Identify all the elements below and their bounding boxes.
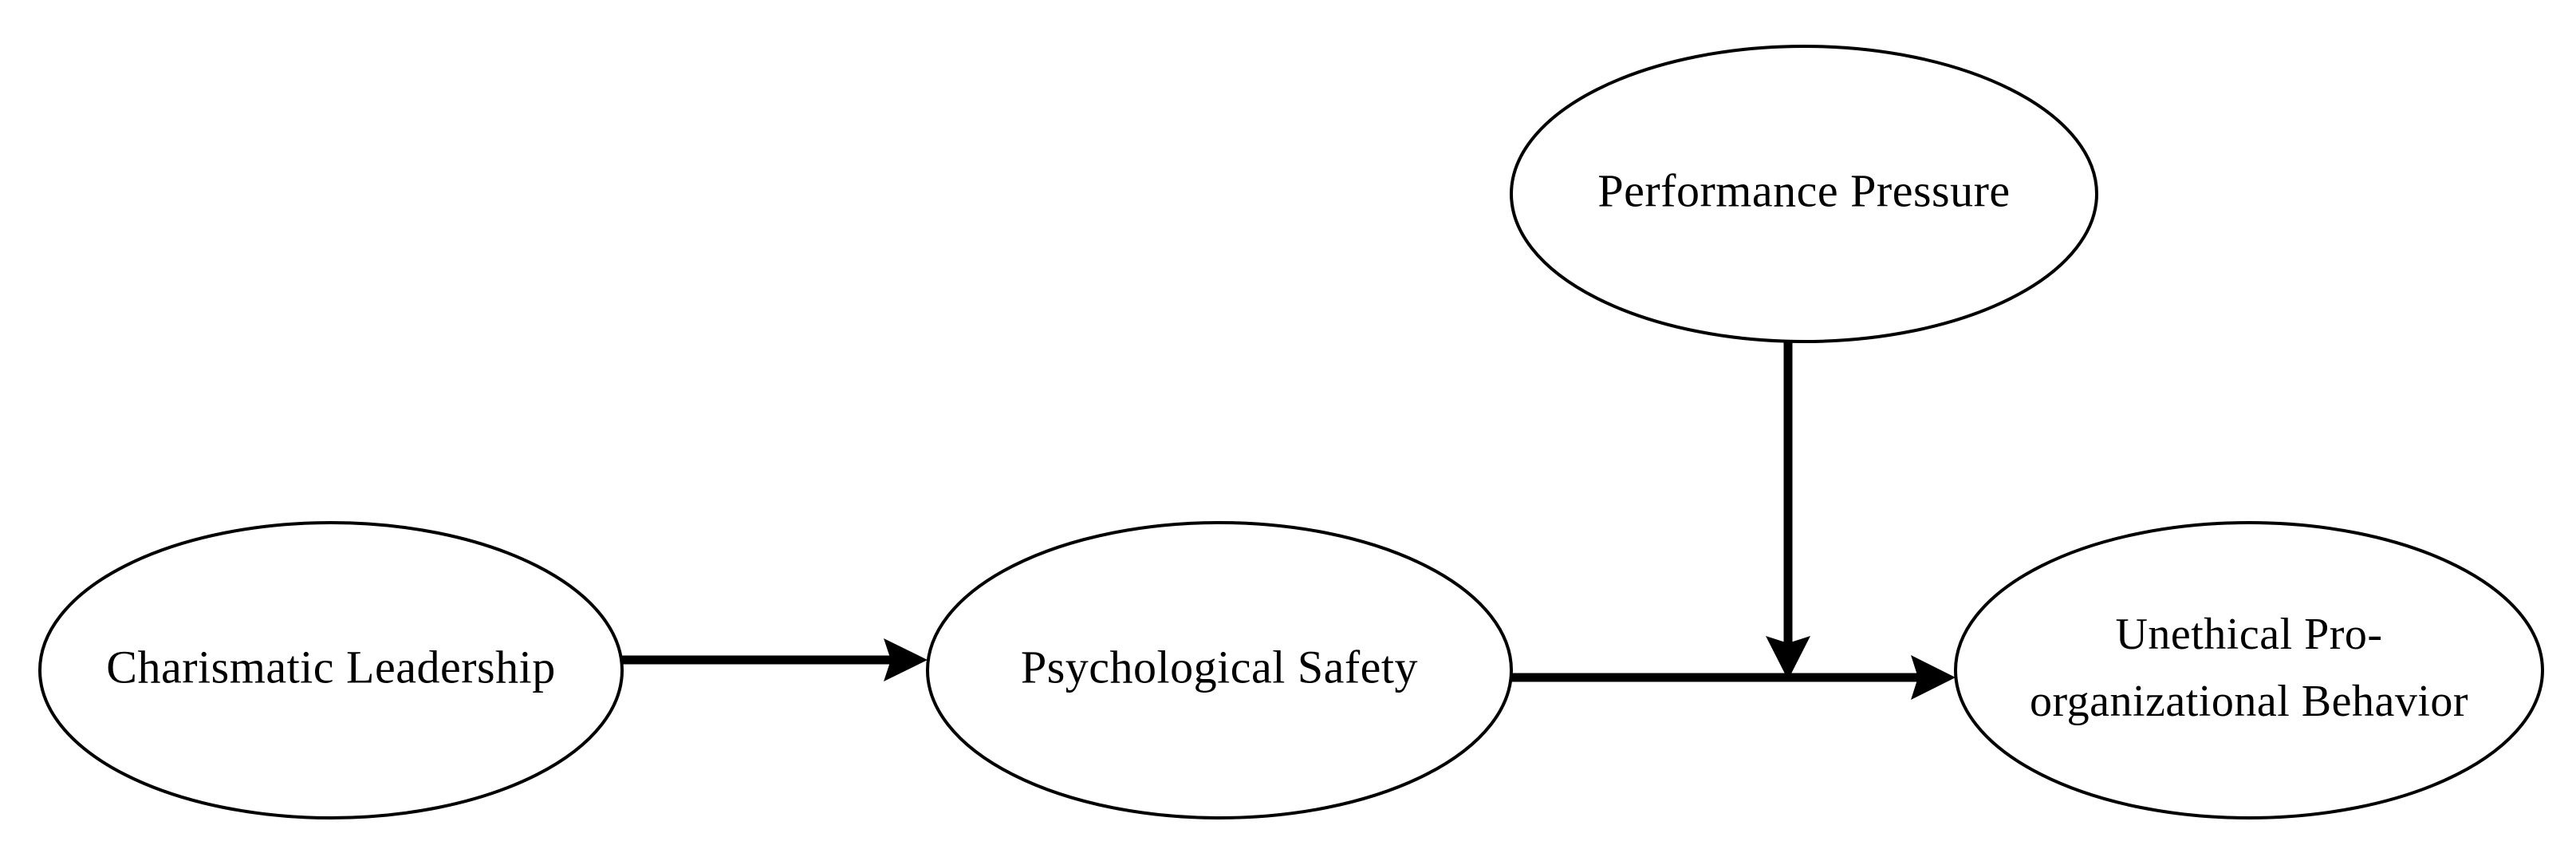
- arrowhead-icon-cl-ps: [884, 638, 928, 681]
- node-charismatic-leadership[interactable]: Charismatic Leadership: [38, 521, 624, 819]
- node-label-unethical-pro-organizational-behavior-line1: Unethical Pro-: [2115, 610, 2382, 659]
- node-unethical-pro-organizational-behavior[interactable]: Unethical Pro- organizational Behavior: [1954, 521, 2544, 819]
- node-label-charismatic-leadership: Charismatic Leadership: [106, 641, 555, 693]
- edge-psychological-safety-to-unethical-pro-organizational-behavior: [1511, 655, 1956, 700]
- edge-performance-pressure-to-path: [1766, 342, 1810, 680]
- node-label-unethical-pro-organizational-behavior-line2: organizational Behavior: [2030, 677, 2468, 726]
- node-shape-psychological-safety[interactable]: [926, 521, 1513, 819]
- node-label-performance-pressure: Performance Pressure: [1597, 164, 2010, 216]
- edge-charismatic-leadership-to-psychological-safety: [622, 638, 928, 681]
- node-performance-pressure[interactable]: Performance Pressure: [1510, 45, 2098, 343]
- node-shape-performance-pressure[interactable]: [1510, 45, 2098, 343]
- node-psychological-safety[interactable]: Psychological Safety: [926, 521, 1513, 819]
- node-shape-charismatic-leadership[interactable]: [38, 521, 624, 819]
- arrowhead-icon-pp-path: [1766, 636, 1810, 680]
- node-label-psychological-safety: Psychological Safety: [1021, 641, 1418, 693]
- arrowhead-icon-ps-upb: [1911, 655, 1956, 700]
- node-shape-unethical-pro-organizational-behavior[interactable]: [1954, 521, 2544, 819]
